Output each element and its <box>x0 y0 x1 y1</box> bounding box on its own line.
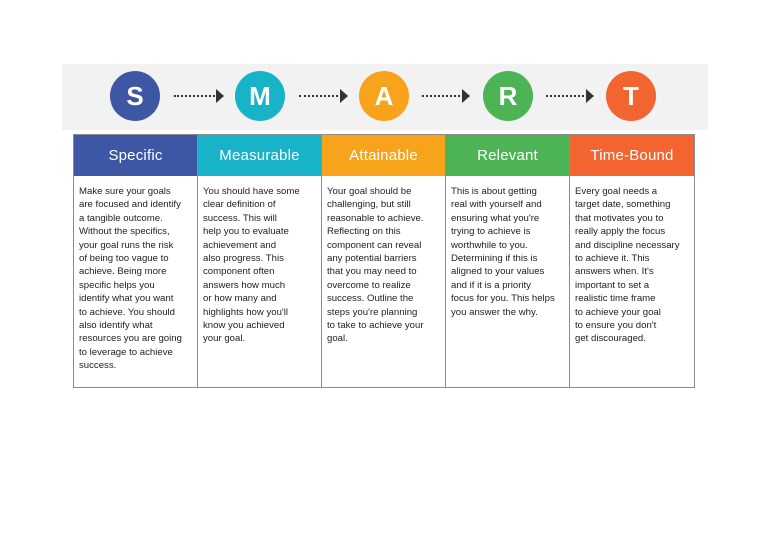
column-header: Measurable <box>198 135 321 176</box>
letter-circle-r: R <box>483 71 533 121</box>
column-specific: Specific Make sure your goals are focuse… <box>74 135 198 387</box>
column-header: Time-Bound <box>570 135 694 176</box>
column-header: Specific <box>74 135 197 176</box>
column-description: This is about getting real with yourself… <box>451 186 555 318</box>
column-description: Make sure your goals are focused and ide… <box>79 186 182 372</box>
column-header: Relevant <box>446 135 569 176</box>
column-attainable: Attainable Your goal should be challengi… <box>322 135 446 387</box>
letter-circle-m: M <box>235 71 285 121</box>
arrow-head-icon <box>340 89 348 103</box>
arrow-head-icon <box>216 89 224 103</box>
column-header: Attainable <box>322 135 445 176</box>
smart-table: Specific Make sure your goals are focuse… <box>73 134 695 388</box>
arrow-head-icon <box>586 89 594 103</box>
dotted-arrow-line <box>174 95 218 99</box>
column-description: Your goal should be challenging, but sti… <box>327 186 424 345</box>
letter-circle-s: S <box>110 71 160 121</box>
dotted-arrow-line <box>546 95 588 99</box>
column-measurable: Measurable You should have some clear de… <box>198 135 322 387</box>
letter-circle-t: T <box>606 71 656 121</box>
column-description: You should have some clear definition of… <box>203 186 300 345</box>
smart-acronym-row: S M A R T <box>0 0 768 140</box>
letter-circle-a: A <box>359 71 409 121</box>
arrow-head-icon <box>462 89 470 103</box>
dotted-arrow-line <box>422 95 464 99</box>
column-description: Every goal needs a target date, somethin… <box>575 186 680 345</box>
dotted-arrow-line <box>299 95 342 99</box>
column-time-bound: Time-Bound Every goal needs a target dat… <box>570 135 694 387</box>
column-relevant: Relevant This is about getting real with… <box>446 135 570 387</box>
